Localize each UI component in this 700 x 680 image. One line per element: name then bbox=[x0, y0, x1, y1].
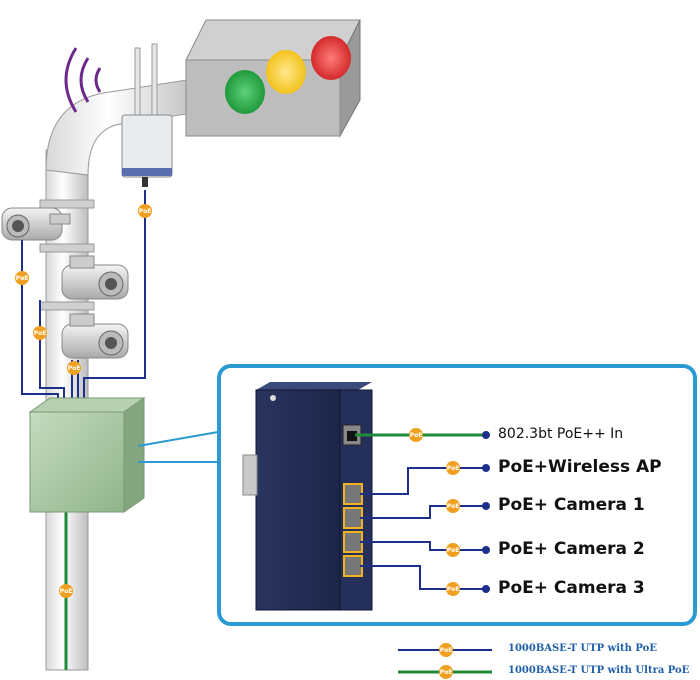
port4-label: PoE+ Camera 3 bbox=[498, 578, 645, 598]
svg-text:PoE: PoE bbox=[139, 208, 152, 215]
poe-badge: PoE bbox=[59, 584, 73, 598]
uplink-label: 802.3bt PoE++ In bbox=[498, 426, 624, 442]
poe-badge: PoE bbox=[439, 643, 453, 657]
poe-badge: PoE bbox=[439, 665, 453, 679]
svg-text:PoE: PoE bbox=[440, 669, 453, 676]
poe-badge: PoE bbox=[446, 499, 460, 513]
camera-3 bbox=[61, 313, 129, 359]
port-4 bbox=[343, 555, 363, 577]
legend-poe-label: 1000BASE-T UTP with PoE bbox=[508, 643, 657, 654]
camera-1 bbox=[1, 207, 71, 241]
port-2 bbox=[343, 507, 363, 529]
wifi-signal-icon bbox=[64, 47, 102, 113]
svg-text:PoE: PoE bbox=[68, 365, 81, 372]
svg-text:PoE: PoE bbox=[16, 275, 29, 282]
port-1 bbox=[343, 483, 363, 505]
poe-badge: PoE bbox=[446, 543, 460, 557]
poe-badge: PoE bbox=[409, 428, 423, 442]
poe-badge: PoE bbox=[446, 461, 460, 475]
svg-text:PoE: PoE bbox=[447, 547, 460, 554]
poe-badge: PoE bbox=[15, 271, 29, 285]
yellow-light bbox=[266, 50, 306, 94]
callout-connector bbox=[137, 431, 219, 463]
poe-switch bbox=[242, 382, 373, 611]
svg-text:PoE: PoE bbox=[410, 432, 423, 439]
legend-ultra-poe-label: 1000BASE-T UTP with Ultra PoE bbox=[508, 665, 690, 676]
poe-badge: PoE bbox=[33, 326, 47, 340]
traffic-light bbox=[185, 19, 361, 138]
port-3 bbox=[343, 531, 363, 553]
wireless-ap bbox=[64, 43, 173, 187]
svg-text:PoE: PoE bbox=[447, 465, 460, 472]
poe-badge: PoE bbox=[67, 361, 81, 375]
poe-badge: PoE bbox=[138, 204, 152, 218]
svg-text:PoE: PoE bbox=[447, 586, 460, 593]
port2-label: PoE+ Camera 1 bbox=[498, 495, 645, 515]
svg-text:PoE: PoE bbox=[60, 588, 73, 595]
port3-label: PoE+ Camera 2 bbox=[498, 539, 645, 559]
traffic-pole bbox=[39, 77, 201, 671]
svg-text:PoE: PoE bbox=[447, 503, 460, 510]
endpoint-dots bbox=[482, 431, 490, 593]
poe-badge: PoE bbox=[446, 582, 460, 596]
red-light bbox=[311, 36, 351, 80]
svg-text:PoE: PoE bbox=[440, 647, 453, 654]
switch-cabinet bbox=[28, 397, 146, 513]
camera-2 bbox=[61, 255, 129, 300]
poe-badges: PoE PoE PoE PoE PoE PoE PoE PoE PoE PoE … bbox=[15, 204, 460, 679]
green-light bbox=[225, 70, 265, 114]
port1-label: PoE+Wireless AP bbox=[498, 457, 662, 477]
svg-text:PoE: PoE bbox=[34, 330, 47, 337]
